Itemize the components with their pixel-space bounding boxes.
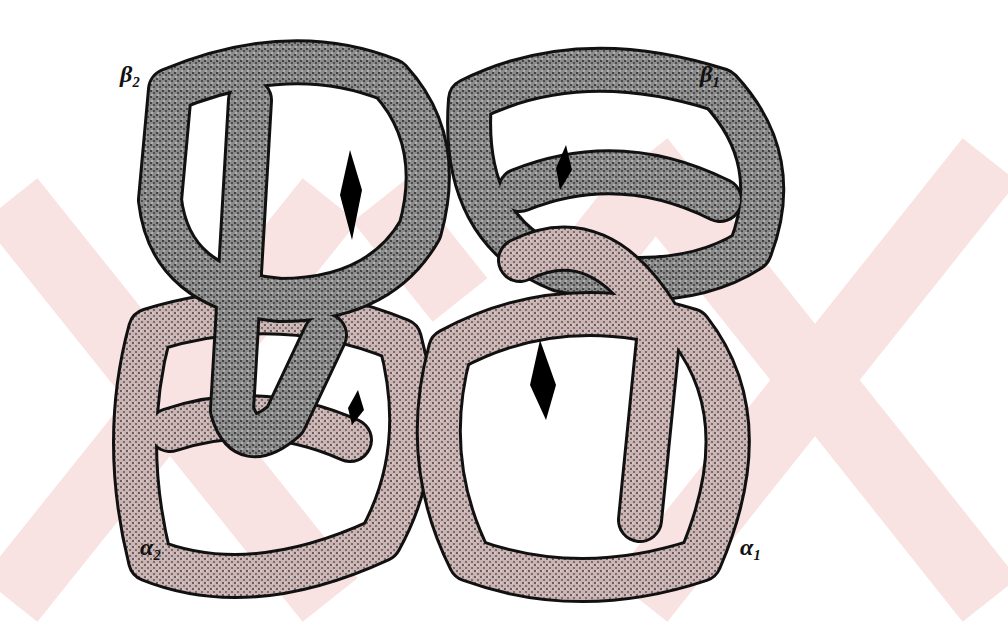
chain-label: β₁ [700, 62, 721, 86]
chain-label: β₂ [120, 62, 141, 86]
chain-label: α₂ [140, 535, 162, 559]
alpha1-chain [439, 249, 728, 580]
chain-label: α₁ [740, 535, 762, 559]
heme-groups [340, 145, 572, 425]
beta2-chain [160, 62, 428, 435]
